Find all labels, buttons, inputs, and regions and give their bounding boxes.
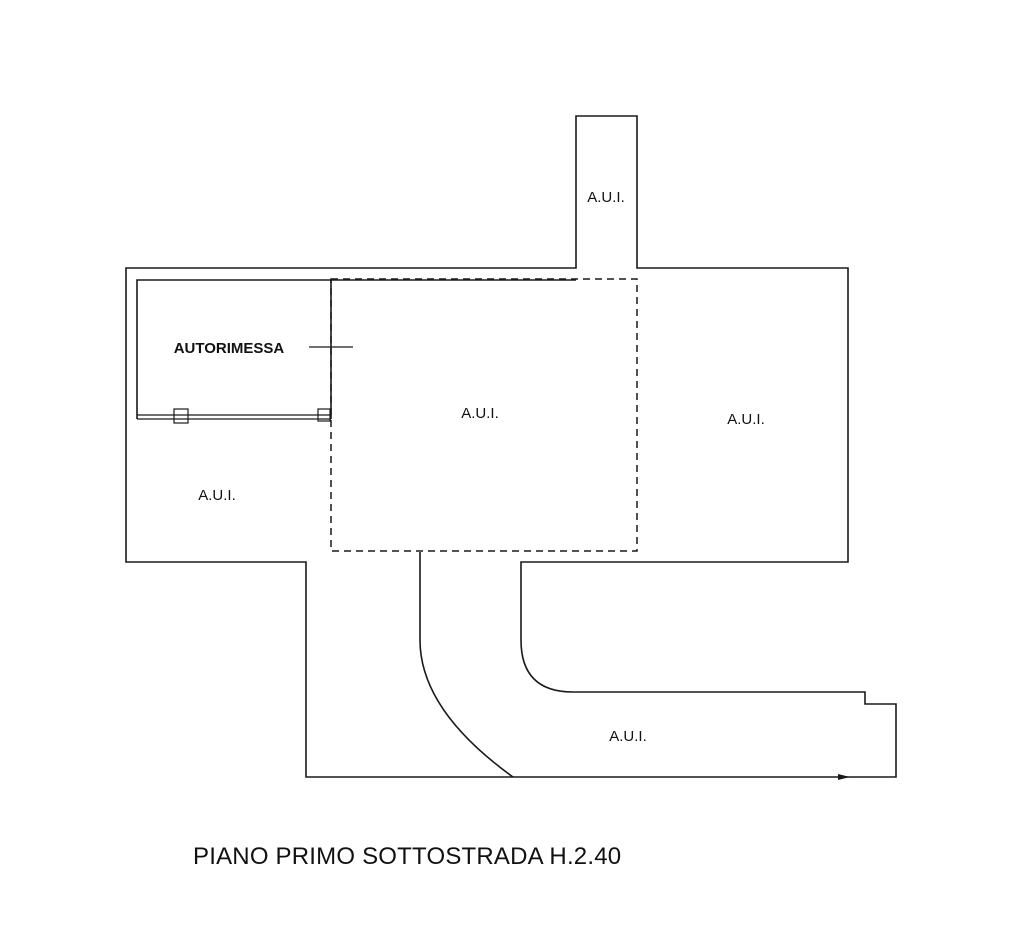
room-label-left-lower: A.U.I. bbox=[198, 487, 236, 504]
arrow-icon bbox=[838, 774, 850, 780]
room-label-garage: AUTORIMESSA bbox=[174, 340, 285, 357]
plan-caption: PIANO PRIMO SOTTOSTRADA H.2.40 bbox=[193, 843, 622, 870]
room-label-right: A.U.I. bbox=[727, 411, 765, 428]
garage-door-post bbox=[173, 408, 189, 424]
outer-wall bbox=[125, 115, 897, 778]
ramp-curve-wall bbox=[419, 552, 514, 778]
room-label-corridor: A.U.I. bbox=[609, 728, 647, 745]
dashed-area-outline bbox=[330, 278, 638, 552]
garage-wall bbox=[136, 279, 576, 419]
room-label-tower: A.U.I. bbox=[587, 189, 625, 206]
room-label-center: A.U.I. bbox=[461, 405, 499, 422]
garage-door-post bbox=[317, 408, 331, 422]
